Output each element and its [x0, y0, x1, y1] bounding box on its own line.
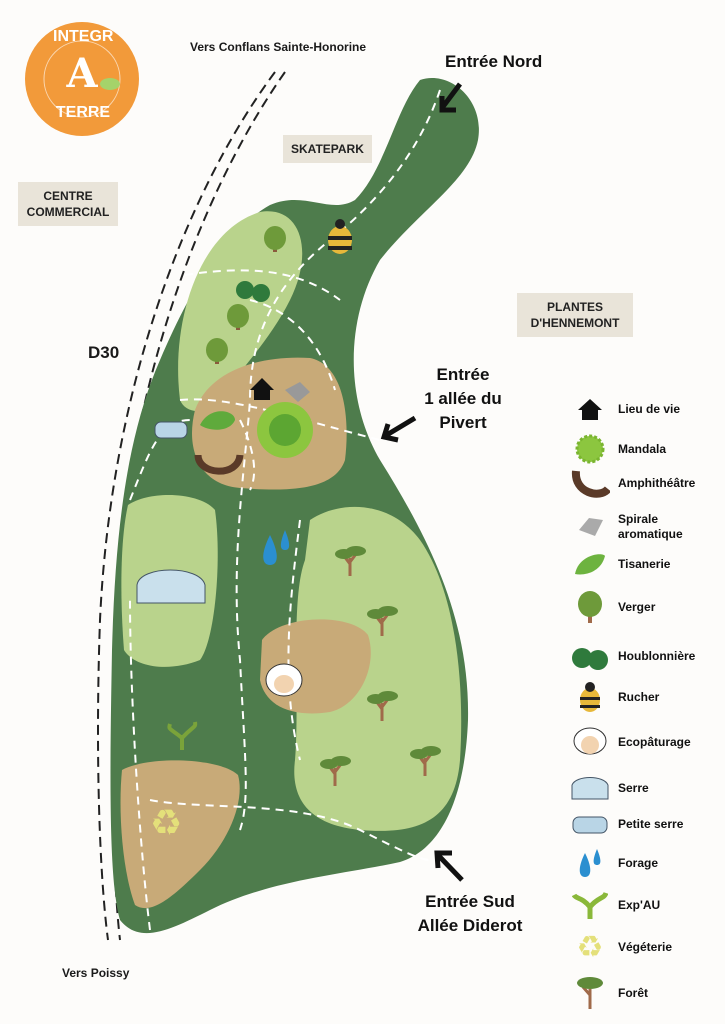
greenhouse-icon-map — [136, 569, 206, 604]
legend-item: Amphithéâtre — [570, 466, 695, 500]
water-drops-icon-map — [263, 530, 290, 565]
house-icon — [570, 392, 610, 426]
logo-text-bottom: TERRE — [55, 104, 111, 121]
small-greenhouse-icon-map — [154, 421, 188, 439]
legend-item: Spirale aromatique — [570, 510, 698, 544]
hops-icon — [570, 639, 610, 673]
amphitheatre-icon — [570, 466, 610, 500]
legend-item: Forêt — [570, 976, 648, 1010]
aromatic-spiral-icon — [570, 510, 610, 544]
south-direction: Vers Poissy — [62, 966, 130, 980]
sprout-icon-map — [167, 721, 198, 750]
road-label: D30 — [88, 343, 120, 362]
road-d30 — [96, 71, 276, 941]
entrance-arrows — [380, 82, 464, 882]
legend-item: Lieu de vie — [570, 392, 680, 426]
sprout-icon — [570, 888, 610, 922]
legend-item: ♻Végéterie — [570, 930, 672, 964]
small-greenhouse-icon — [570, 807, 610, 841]
entree-nord-label: Entrée Nord — [445, 52, 543, 71]
legend-item: Rucher — [570, 680, 659, 714]
recycle-icon: ♻ — [576, 930, 604, 964]
sheep-icon-map — [265, 663, 303, 697]
logo-letter: A — [66, 50, 98, 97]
recycle-icon-map: ♻ — [150, 802, 182, 843]
logo-text-top: INTEGR — [53, 28, 114, 45]
logo-circle — [25, 22, 139, 136]
bee-icon-map — [328, 219, 352, 254]
legend-item: Forage — [570, 846, 658, 880]
legend-item: Ecopâturage — [570, 725, 691, 759]
legend-item: Houblonnière — [570, 639, 695, 673]
herb-leaf-icon — [570, 547, 610, 581]
hops-icon-map — [236, 281, 270, 302]
skatepark-label: SKATEPARK — [283, 135, 372, 163]
mandala-icon — [570, 432, 610, 466]
amphitheatre-icon-map — [194, 454, 244, 475]
north-direction: Vers Conflans Sainte-Honorine — [190, 40, 367, 54]
mandala-icon-map — [257, 402, 313, 458]
aromatic-spiral-icon-map — [285, 382, 310, 402]
legend-item: Petite serre — [570, 807, 683, 841]
legend-item: Exp'AU — [570, 888, 660, 922]
bee-icon — [570, 680, 610, 714]
legend-item: Serre — [570, 771, 649, 805]
forest-tree-icon — [570, 976, 610, 1010]
herb-leaf-icon-map — [200, 411, 235, 430]
sheep-icon — [570, 725, 610, 759]
legend-item: Verger — [570, 590, 655, 624]
greenhouse-icon — [570, 771, 610, 805]
house-icon-map — [250, 378, 274, 400]
water-drops-icon — [570, 846, 610, 880]
legend-item: Tisanerie — [570, 547, 670, 581]
legend-item: Mandala — [570, 432, 666, 466]
orchard-tree-icon — [570, 590, 610, 624]
soil-south — [120, 760, 240, 909]
